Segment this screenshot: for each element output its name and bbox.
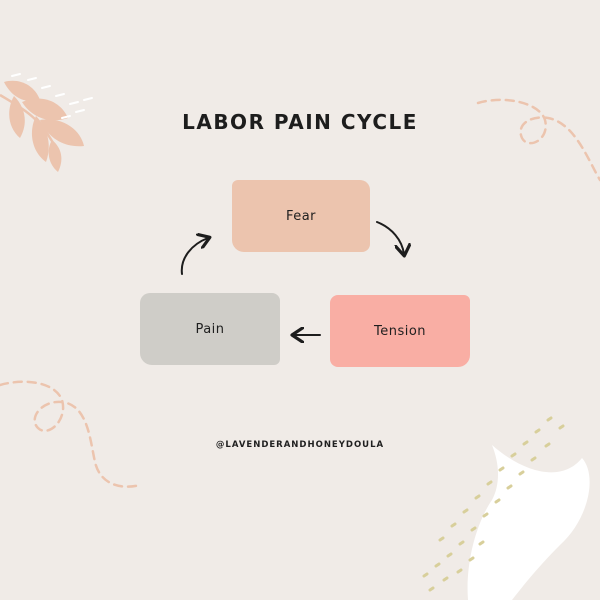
node-fear-label: Fear <box>285 208 317 224</box>
page-title: LABOR PAIN CYCLE <box>182 110 418 134</box>
dot-pattern <box>422 416 565 592</box>
leaf-dashes <box>11 73 93 119</box>
dashed-swirl-top-right <box>476 98 600 182</box>
node-pain-label: Pain <box>195 321 225 337</box>
dashed-swirl-bottom-left <box>0 380 142 488</box>
arrow-fear-to-tension <box>376 221 404 254</box>
node-tension: Tension <box>330 295 470 367</box>
node-pain: Pain <box>140 293 280 365</box>
white-wave-shape <box>467 445 590 600</box>
node-fear: Fear <box>232 180 370 252</box>
leaf-branch-icon <box>0 80 84 172</box>
node-tension-label: Tension <box>373 323 427 339</box>
arrow-pain-to-fear <box>180 238 208 275</box>
social-handle: @LAVENDERANDHONEYDOULA <box>215 440 385 450</box>
